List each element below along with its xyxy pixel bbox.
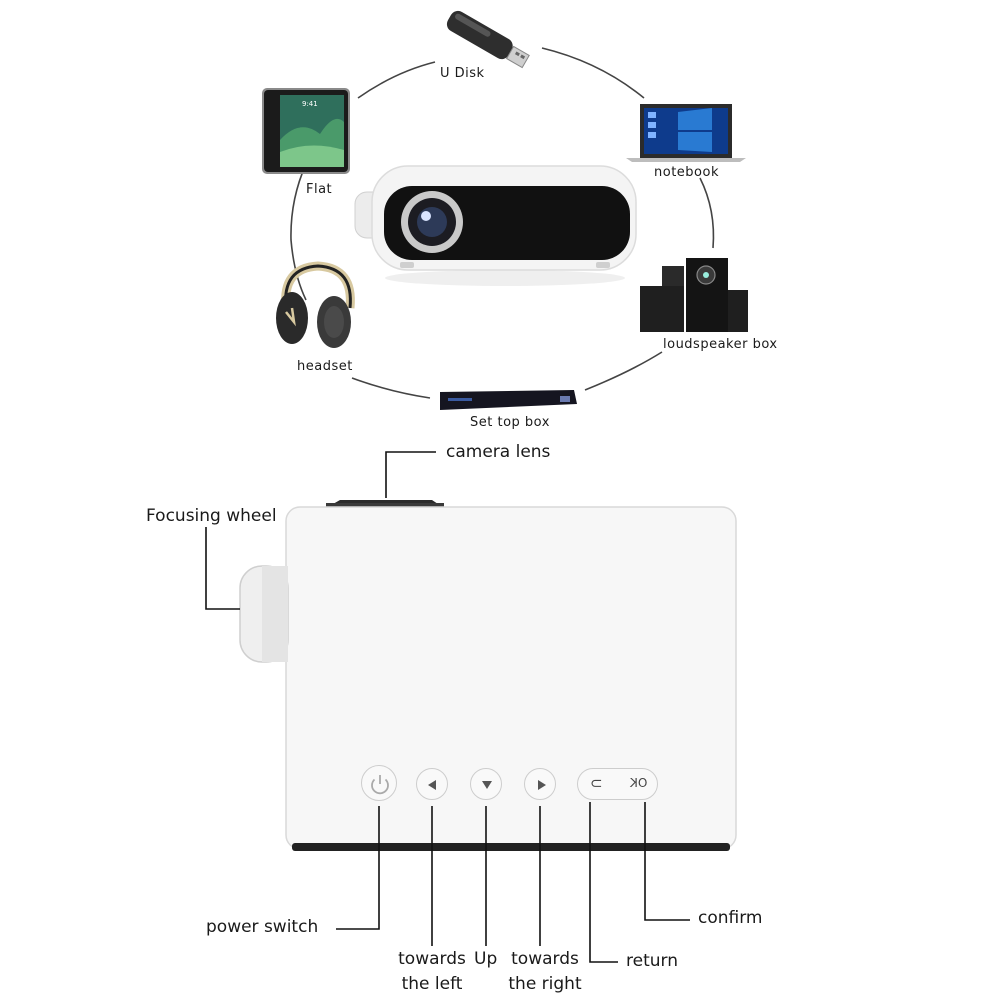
label-notebook: notebook <box>654 165 719 180</box>
right-arrow-icon <box>538 780 546 790</box>
label-confirm: confirm <box>698 908 763 928</box>
label-towards-right-line2: the right <box>508 974 582 994</box>
label-towards-left-line2: the left <box>401 974 463 994</box>
power-icon <box>371 775 389 795</box>
label-towards-right-line1: towards <box>511 949 579 969</box>
callout-lines <box>205 451 690 963</box>
return-symbol: ⊂ <box>590 774 603 792</box>
left-button[interactable] <box>416 768 448 800</box>
down-arrow-icon <box>482 781 492 789</box>
tablet-time: 9:41 <box>302 100 318 108</box>
projector-body <box>285 506 737 850</box>
label-power-switch: power switch <box>206 917 319 937</box>
label-focusing-wheel: Focusing wheel <box>146 506 277 526</box>
left-arrow-icon <box>428 780 436 790</box>
label-set-top-box: Set top box <box>470 415 550 430</box>
laptop-icon <box>626 104 746 162</box>
power-button[interactable] <box>361 765 397 801</box>
connection-circle <box>290 47 715 399</box>
label-camera-lens: camera lens <box>446 442 551 462</box>
right-button[interactable] <box>524 768 556 800</box>
down-button[interactable] <box>470 768 502 800</box>
label-headset: headset <box>297 359 353 374</box>
projector-base-edge <box>292 843 730 851</box>
ok-symbol: OK <box>630 776 648 790</box>
headphones-icon <box>276 261 355 348</box>
label-flat: Flat <box>306 182 333 197</box>
label-up: Up <box>474 949 498 969</box>
focusing-wheel[interactable] <box>239 565 289 663</box>
label-return: return <box>626 951 678 971</box>
usb-drive-icon <box>446 10 530 69</box>
label-loudspeaker-box: loudspeaker box <box>663 337 778 352</box>
return-ok-button[interactable]: ⊂ OK <box>577 768 658 800</box>
label-u-disk: U Disk <box>440 66 485 81</box>
label-towards-left-line1: towards <box>398 949 466 969</box>
set-top-box-icon <box>440 390 577 410</box>
projector-front-view <box>354 165 637 286</box>
camera-lens-top <box>326 500 444 509</box>
speaker-icon <box>640 258 748 332</box>
tablet-icon <box>262 88 350 174</box>
